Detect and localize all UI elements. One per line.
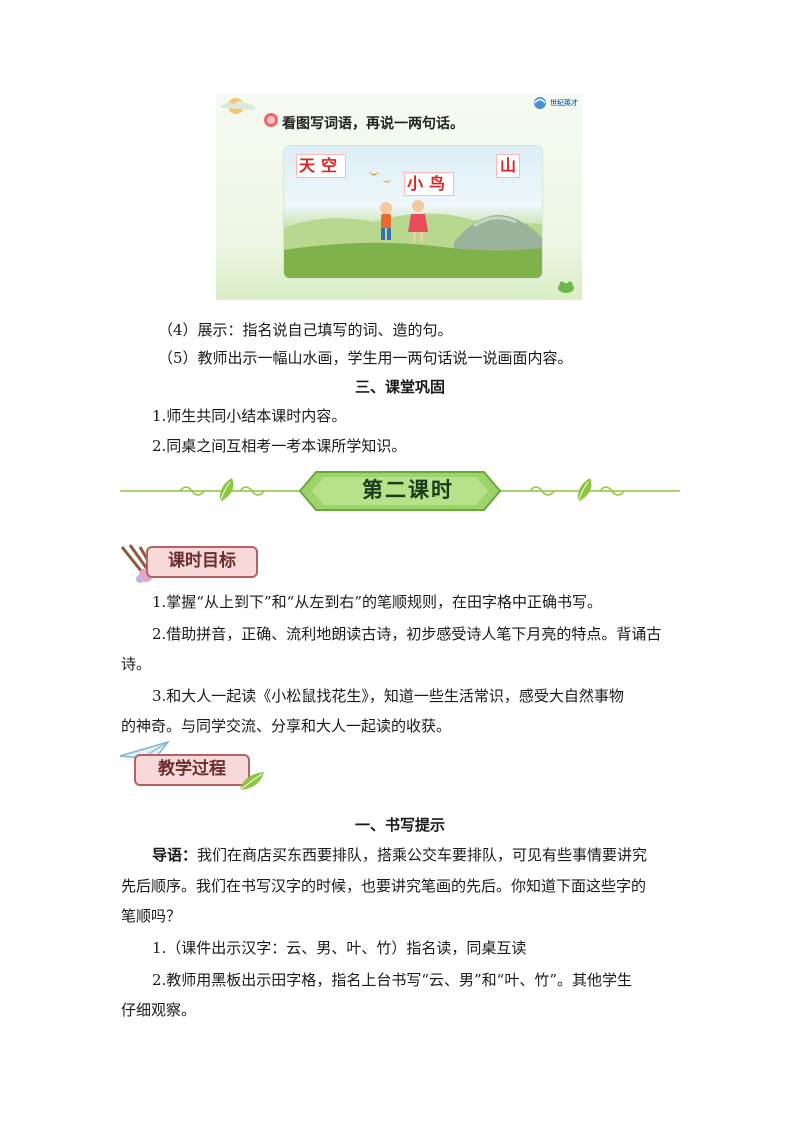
step-4-text: （4）展示：指名说自己填写的词、造的句。 [158, 321, 453, 339]
lesson-2-title: 第二课时 [362, 477, 454, 502]
process-step-1: 1.（课件出示汉字：云、男、叶、竹）指名读，同桌互读 [152, 939, 527, 957]
word-box-sky: 天空 [296, 154, 346, 178]
girl-figure [408, 200, 428, 242]
consolidation-item-2: 2.同桌之间互相考一考本课所学知识。 [152, 437, 407, 455]
consolidation-item-1: 1.师生共同小结本课时内容。 [152, 407, 347, 425]
leaf-icon [239, 772, 264, 791]
section-heading-consolidation: 三、课堂巩固 [354, 378, 445, 396]
slide-instruction: 看图写词语，再说一两句话。 [282, 116, 464, 132]
banner-decoration [120, 471, 680, 511]
section-heading-writing: 一、书写提示 [354, 816, 445, 834]
lesson-slide-image: 看图写词语，再说一两句话。 世纪英才 [216, 94, 582, 300]
word-text-sky: 天空 [298, 156, 343, 175]
bird-icon [368, 172, 380, 176]
intro-line-3: 笔顺吗？ [121, 907, 182, 925]
boy-figure [380, 202, 392, 240]
process-step-2-line-1: 2.教师用黑板出示田字格，指名上台书写“云、男”和“叶、竹”。其他学生 [152, 971, 632, 989]
process-step-2-line-2: 仔细观察。 [121, 1001, 197, 1019]
objective-3-line-1: 3.和大人一起读《小松鼠找花生》，知道一些生活常识，感受大自然事物 [152, 687, 624, 705]
slide-logo: 世纪英才 [550, 99, 578, 107]
slide-banner [220, 97, 546, 127]
intro-line-2: 先后顺序。我们在书写汉字的时候，也要讲究笔画的先后。你知道下面这些字的 [121, 877, 647, 895]
word-box-mountain: 山 [496, 154, 520, 178]
objective-2-line-2: 诗。 [121, 655, 152, 673]
meadow-illustration [284, 172, 542, 278]
word-text-mountain: 山 [499, 156, 516, 175]
leaf-icon [577, 478, 592, 502]
objective-2-line-1: 2.借助拼音，正确、流利地朗读古诗，初步感受诗人笔下月亮的特点。背诵古 [152, 625, 662, 643]
objective-1: 1.掌握“从上到下”和“从左到右”的笔顺规则，在田字格中正确书写。 [152, 593, 602, 611]
slide-scene: 天空 小鸟 山 [284, 146, 542, 278]
word-box-bird: 小鸟 [404, 172, 454, 196]
process-tag: 教学过程 [134, 754, 250, 786]
intro-label: 导语： [152, 846, 198, 864]
objective-3-line-2: 的神奇。与同学交流、分享和大人一起读的收获。 [121, 717, 452, 735]
word-text-bird: 小鸟 [406, 174, 451, 193]
intro-line-1: 导语：我们在商店买东西要排队，搭乘公交车要排队，可见有些事情要讲究 [152, 845, 647, 865]
step-5-text: （5）教师出示一幅山水画，学生用一两句话说一说画面内容。 [158, 349, 573, 367]
lesson-2-banner: 第二课时 [120, 468, 680, 514]
frog-icon [558, 281, 574, 293]
leaf-icon [219, 478, 234, 502]
objectives-tag: 课时目标 [146, 546, 258, 578]
intro-text: 我们在商店买东西要排队，搭乘公交车要排队，可见有些事情要讲究 [197, 846, 648, 864]
